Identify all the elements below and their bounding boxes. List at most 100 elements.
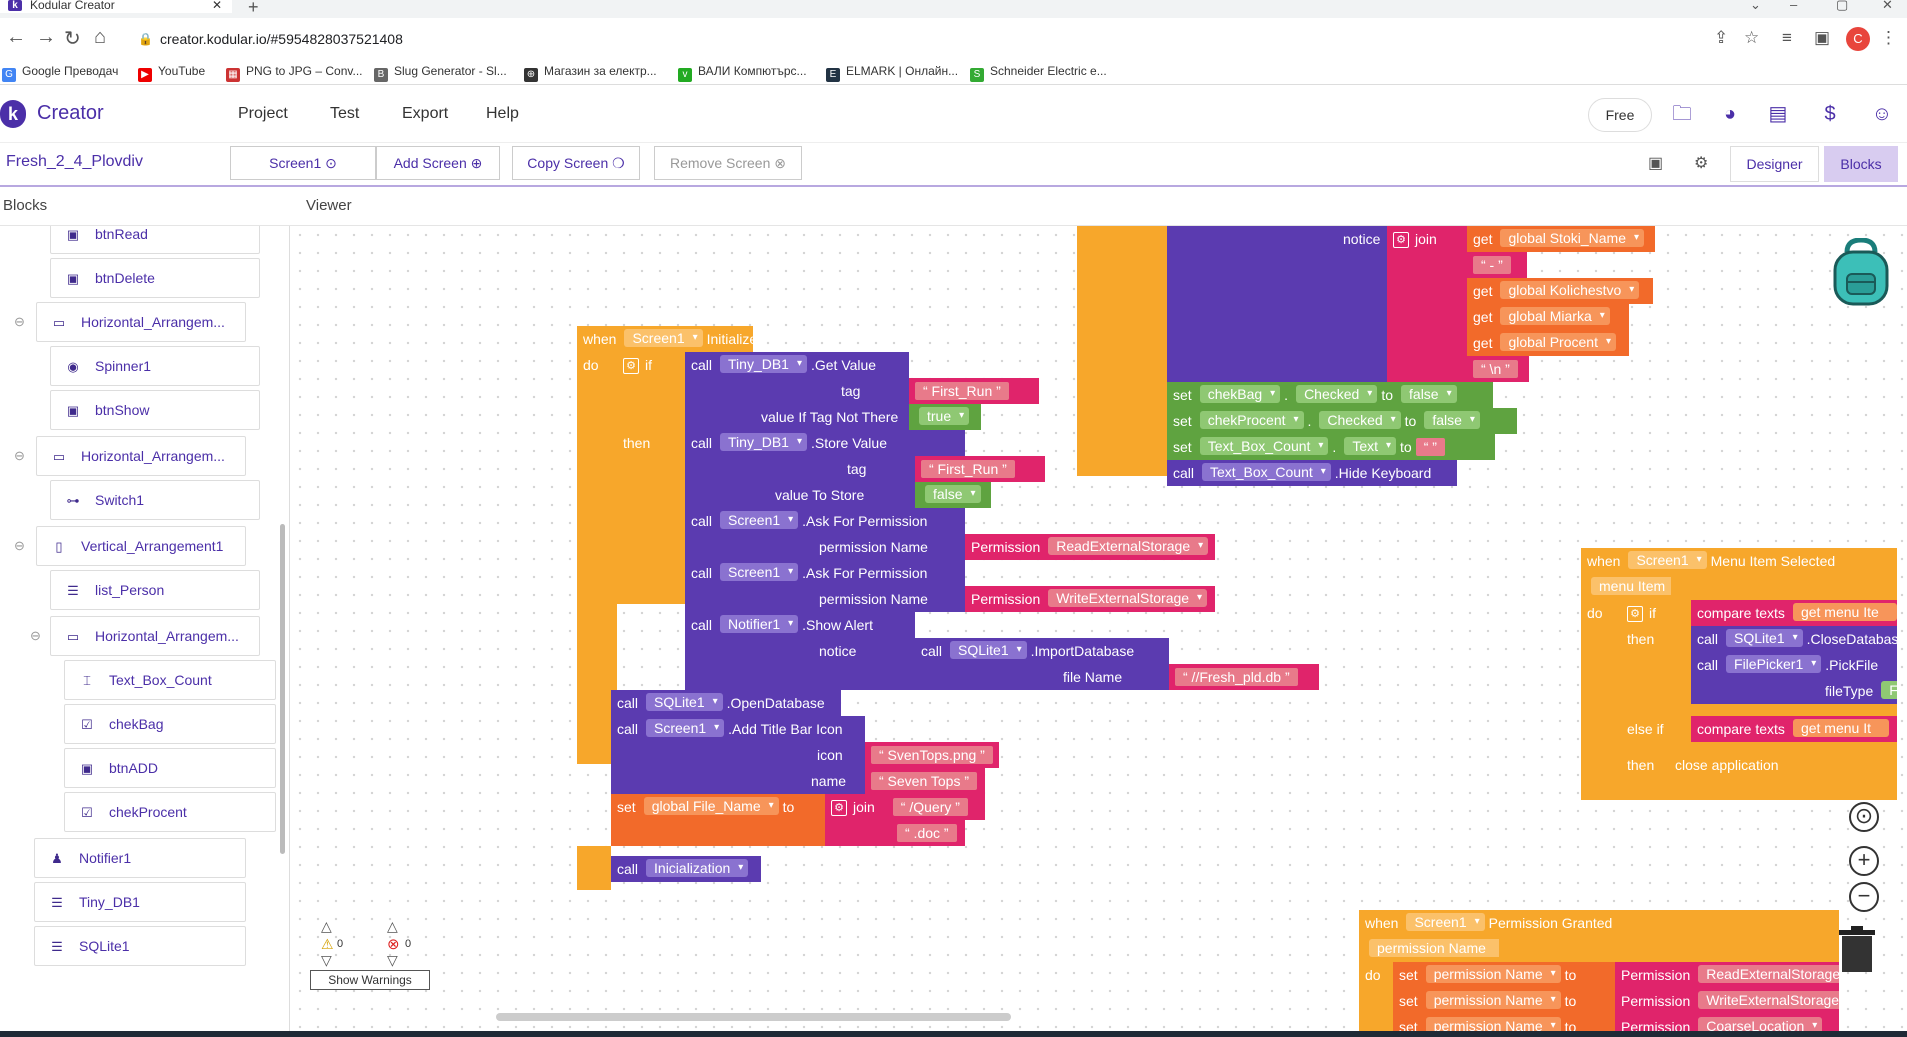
component-item[interactable]: ▭Horizontal_Arrangem... — [36, 436, 246, 476]
trash-icon[interactable] — [1835, 924, 1879, 974]
error-up-arrow-icon[interactable]: △ — [387, 918, 398, 934]
screenshot-icon[interactable]: ▣ — [1648, 155, 1664, 172]
code-block[interactable]: permission Name — [1359, 936, 1499, 962]
sidebar-scrollbar[interactable] — [280, 524, 285, 854]
code-block[interactable]: “ .doc ” — [825, 820, 965, 846]
code-block[interactable]: “ \n ” — [1467, 356, 1529, 382]
star-icon[interactable]: ☆ — [1744, 28, 1760, 47]
menu-help[interactable]: Help — [486, 105, 519, 122]
tab-close-icon[interactable]: ✕ — [212, 0, 223, 12]
settings-gear-icon[interactable]: ⚙ — [1694, 155, 1709, 172]
collapse-toggle-icon[interactable]: ⊖ — [14, 314, 25, 329]
zoom-out-icon[interactable]: − — [1849, 882, 1879, 912]
maximize-icon[interactable]: ▢ — [1836, 0, 1849, 12]
menu-test[interactable]: Test — [330, 105, 360, 122]
code-block[interactable]: tag — [685, 456, 915, 482]
designer-tab[interactable]: Designer — [1730, 146, 1819, 182]
component-item[interactable]: ▯Vertical_Arrangement1 — [36, 526, 246, 566]
url-input[interactable]: 🔒 creator.kodular.io/#5954828037521408 — [124, 24, 1764, 54]
component-item[interactable]: ◉Spinner1 — [50, 346, 260, 386]
show-warnings-button[interactable]: Show Warnings — [310, 970, 430, 990]
backpack-icon[interactable] — [1829, 237, 1893, 306]
component-item[interactable]: ▣btnADD — [64, 748, 276, 788]
code-block[interactable]: ⚙join — [1387, 226, 1475, 252]
component-item[interactable]: ▭Horizontal_Arrangem... — [50, 616, 260, 656]
side-panel-icon[interactable]: ▣ — [1814, 28, 1831, 47]
collapse-toggle-icon[interactable]: ⊖ — [14, 448, 25, 463]
share-icon[interactable]: ⇪ — [1714, 28, 1729, 47]
kebab-menu-icon[interactable]: ⋮ — [1880, 28, 1897, 47]
component-item[interactable]: ⊶Switch1 — [50, 480, 260, 520]
code-block[interactable]: ⚙if — [617, 352, 685, 378]
component-item[interactable]: ⌶Text_Box_Count — [64, 660, 276, 700]
code-block[interactable]: true — [909, 404, 981, 430]
menu-export[interactable]: Export — [402, 105, 449, 122]
code-block[interactable]: value To Store — [685, 482, 915, 508]
code-block[interactable]: else if — [1621, 716, 1691, 742]
component-item[interactable]: ☰SQLite1 — [34, 926, 246, 966]
permission-granted-event[interactable]: whenScreen1Permission Granted — [1359, 910, 1639, 936]
warning-down-arrow-icon[interactable]: ▽ — [321, 952, 332, 968]
code-block[interactable]: do — [1581, 600, 1621, 626]
code-block[interactable]: permission Name — [685, 534, 965, 560]
reload-icon[interactable]: ↻ — [64, 28, 81, 50]
code-block[interactable]: “ First_Run ” — [909, 378, 1039, 404]
code-block[interactable]: close application — [1669, 752, 1815, 778]
workspace-horizontal-scrollbar[interactable] — [496, 1013, 1011, 1021]
blocks-workspace[interactable]: whenScreen1Initializedo⚙ifcallTiny_DB1.G… — [291, 226, 1907, 1031]
copy-screen-button[interactable]: Copy Screen ❍ — [512, 146, 640, 180]
collapse-toggle-icon[interactable]: ⊖ — [30, 628, 41, 643]
home-icon[interactable]: ⌂ — [94, 26, 107, 48]
bookmark-youtube[interactable]: ▶YouTube — [138, 64, 205, 82]
code-block[interactable]: then — [1621, 626, 1691, 652]
bookmark-png-to-jpg[interactable]: ▦PNG to JPG – Conv... — [226, 64, 362, 82]
blocks-tab[interactable]: Blocks — [1824, 146, 1898, 182]
back-icon[interactable]: ← — [6, 26, 26, 48]
code-block[interactable]: permission Name — [685, 586, 965, 612]
code-block[interactable]: “ First_Run ” — [915, 456, 1045, 482]
code-block[interactable]: file Name — [915, 664, 1169, 690]
add-screen-button[interactable]: Add Screen ⊕ — [376, 146, 500, 180]
menu-item-selected-event[interactable]: whenScreen1Menu Item Selected — [1581, 548, 1869, 574]
chevron-down-icon[interactable]: ⌄ — [1750, 0, 1761, 12]
menu-project[interactable]: Project — [238, 105, 288, 122]
code-block[interactable]: “ Seven Tops ” — [865, 768, 985, 794]
code-block[interactable]: icon — [611, 742, 865, 768]
bookmark-shop[interactable]: ⊕Магазин за електр... — [524, 64, 657, 82]
component-item[interactable]: ♟Notifier1 — [34, 838, 246, 878]
code-block[interactable]: do — [577, 352, 617, 378]
remove-screen-button[interactable]: Remove Screen ⊗ — [654, 146, 802, 180]
code-block[interactable]: ⚙join“ /Query ” — [825, 794, 985, 820]
reading-list-icon[interactable]: ≡ — [1782, 28, 1792, 47]
error-down-arrow-icon[interactable]: ▽ — [387, 952, 398, 968]
recenter-icon[interactable]: ⊙ — [1849, 802, 1879, 832]
code-block[interactable]: fileTypeFil — [1691, 678, 1897, 704]
account-icon[interactable]: ☺ — [1871, 103, 1893, 125]
minimize-icon[interactable]: – — [1790, 0, 1798, 12]
